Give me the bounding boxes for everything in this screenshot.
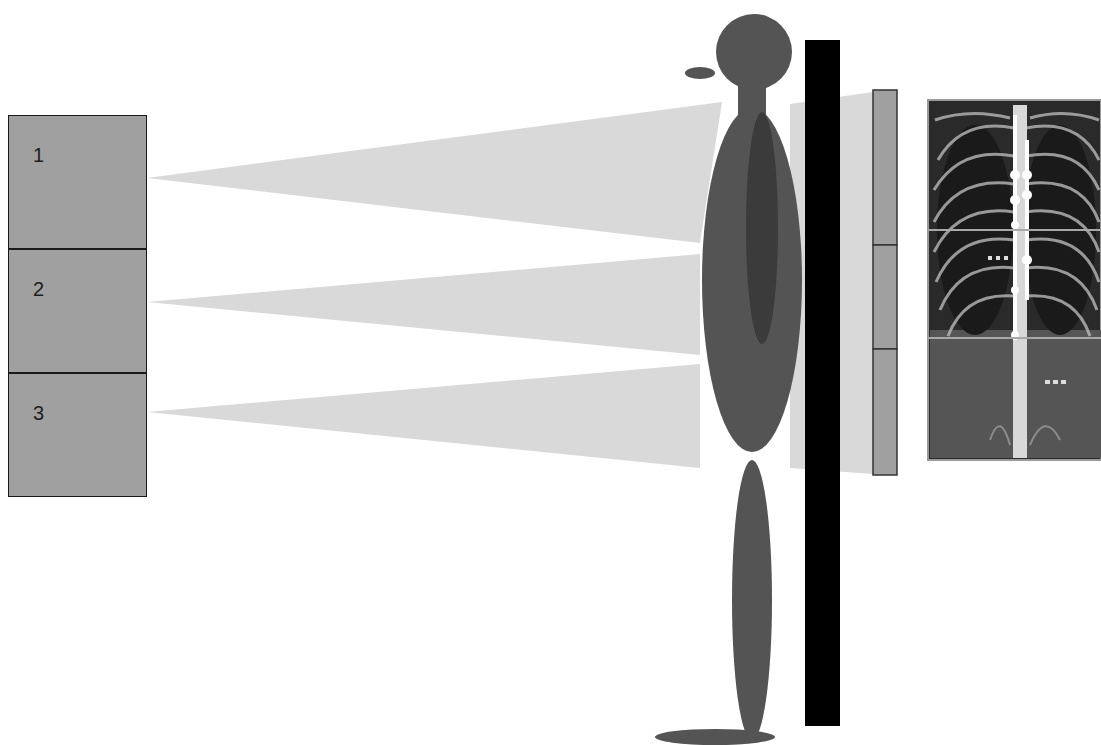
xray-beam bbox=[147, 254, 700, 355]
source-box: 2 bbox=[8, 249, 147, 373]
box-number: 2 bbox=[33, 278, 44, 300]
wall-board bbox=[805, 40, 840, 726]
spine-radiograph bbox=[928, 100, 1101, 460]
patient-silhouette bbox=[655, 14, 802, 745]
xray-beam bbox=[147, 364, 700, 468]
source-box: 3 bbox=[8, 373, 147, 497]
xray-beam bbox=[147, 102, 722, 243]
box-number: 3 bbox=[33, 402, 44, 424]
source-box: 1 bbox=[8, 115, 147, 249]
box-number: 1 bbox=[33, 144, 44, 166]
detector-plates bbox=[873, 90, 897, 475]
patient-arm bbox=[746, 112, 778, 344]
